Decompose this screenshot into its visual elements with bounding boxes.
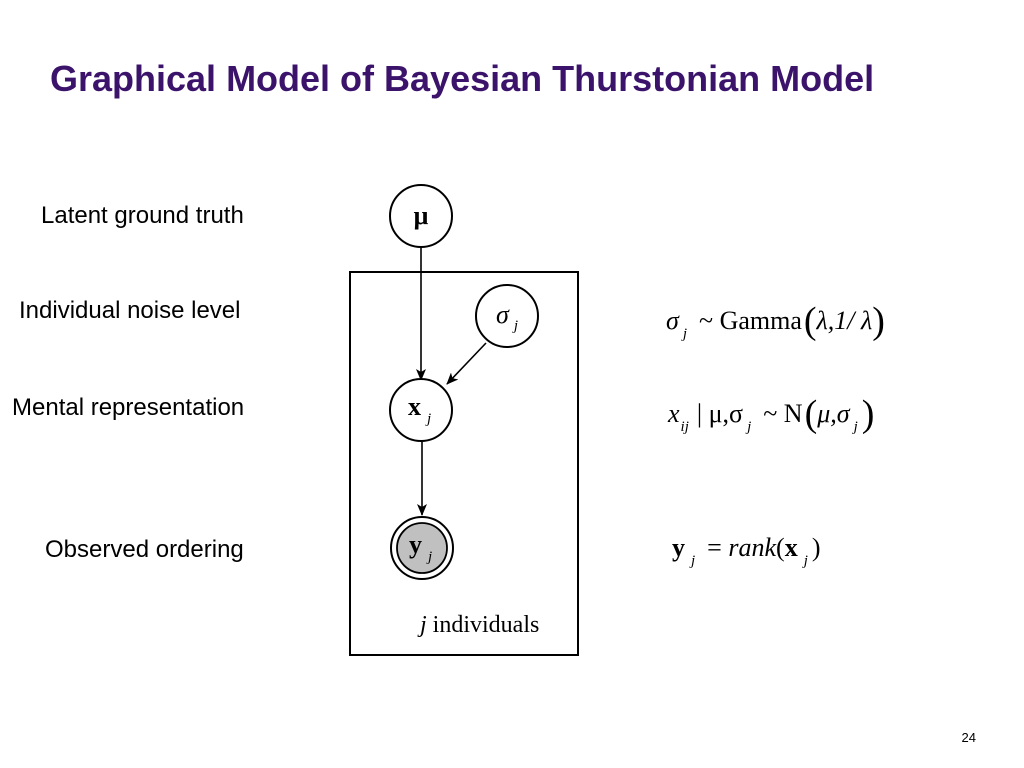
- label-mental-representation: Mental representation: [12, 394, 245, 421]
- svg-text:σj~ Gamma(λ,1/ λ): σj~ Gamma(λ,1/ λ): [666, 300, 885, 342]
- label-latent-ground-truth: Latent ground truth: [41, 202, 244, 229]
- plate-box: [349, 271, 579, 656]
- node-mu-label: μ: [414, 201, 429, 230]
- label-observed-ordering: Observed ordering: [45, 536, 244, 563]
- slide-title: Graphical Model of Bayesian Thurstonian …: [50, 58, 875, 99]
- svg-text:xij| μ,σj~ N(μ,σj): xij| μ,σj~ N(μ,σj): [667, 393, 874, 435]
- edge-sigma-to-x: [446, 342, 487, 385]
- slide-page-number: 24: [961, 730, 976, 745]
- label-individual-noise-level: Individual noise level: [19, 297, 241, 324]
- svg-text:yj= rank(xj): yj= rank(xj): [672, 533, 821, 569]
- node-mu: μ: [389, 184, 453, 248]
- plate-label: j individuals: [417, 612, 539, 638]
